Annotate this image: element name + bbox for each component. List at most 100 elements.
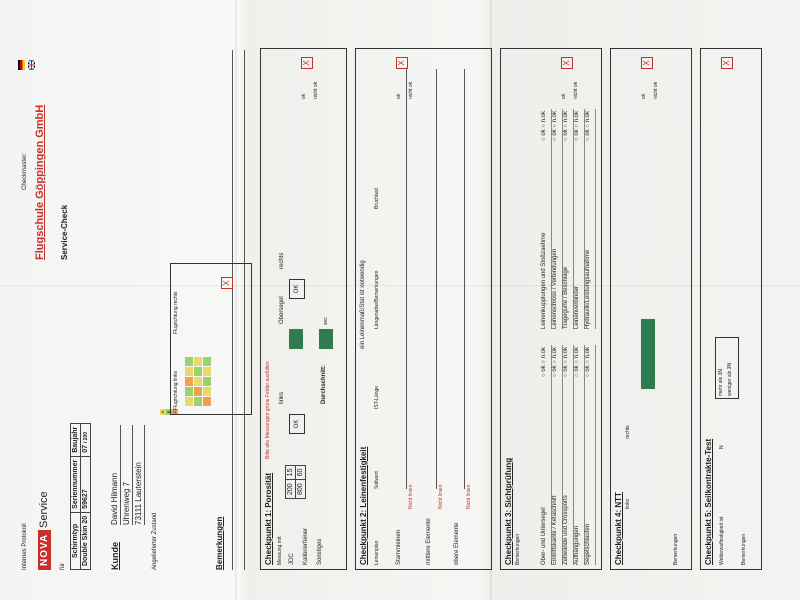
ok-radio-group[interactable]: ○ ok ○ n.ok [585,111,591,141]
list-item: Eintrittskante / Ketaschnitt ○ ok ○ n.ok [552,345,563,565]
c1-sec: sec [323,317,329,325]
ok-radio-group[interactable]: ○ ok ○ n.ok [563,111,569,141]
c1-value: 15 [285,465,296,480]
c1-links: links [279,391,285,404]
list-item-label: Eintrittskante / Ketaschnitt [552,495,558,565]
c1-x-box[interactable]: X [301,57,313,69]
c1-green-field-avg [319,329,333,349]
c1-title: Checkpunkt 1: Porosität [264,472,273,565]
c1-ok-box-right[interactable]: OK [289,279,305,299]
c5-unit: N [719,445,725,449]
porosity-swatch [203,367,211,376]
porosity-swatch [203,397,211,406]
porosity-swatch [185,367,193,376]
porosity-swatch [194,397,202,406]
list-item: Ober- und Untersegel○ ok ○ n.ok [541,345,552,565]
ok-radio-group[interactable]: ○ ok ○ n.ok [574,347,580,377]
remarks-label: Bemerkungen [215,516,224,570]
c3-nicht-ok: nicht ok [573,81,579,99]
porosity-swatch [185,357,193,366]
list-item: Leinenverbinder○ ok ○ n.ok [574,109,585,329]
c2-nicht-linie: Nicht linien [466,484,472,509]
checkpunkt-3-box: Checkpunkt 3: Sichtprüfung Bemerkungen O… [500,48,602,570]
c4-nicht-ok: nicht ok [653,81,659,99]
flugrichtung-x[interactable]: X [221,277,233,289]
c5-hint1: mehr als 3N [718,369,724,396]
c2-x-box[interactable]: X [396,57,408,69]
c3-x-box[interactable]: X [561,57,573,69]
porosity-swatch [194,377,202,386]
glider-table: Schirmtyp Seriennummer Baujahr Double Sk… [70,423,91,570]
fuer-label: für [60,562,66,570]
glider-month: 07 [82,444,89,453]
list-item-label: Leinenkupplungen und Stoßzaehme [541,232,547,329]
ok-radio-group[interactable]: ○ ok ○ n.ok [541,347,547,377]
c1-ok-box[interactable]: OK [289,414,305,434]
porosity-swatch [194,367,202,376]
porosity-swatch [203,357,211,366]
checkpunkt-4-box: Checkpunkt 4: NTT links rechts Bemerkung… [610,48,692,570]
c5-hint-box: mehr als 3N weniger als 3N [715,337,739,399]
c4-green-field [641,319,655,389]
paper-fold [235,0,237,600]
c4-title: Checkpunkt 4: NTT [614,492,623,565]
brand-logo: NOVA [38,529,51,570]
c1-green-field [289,329,303,349]
porosity-swatch [203,377,211,386]
list-item-label: Zellwände und Crossports [563,495,569,565]
c4-links: links [625,498,631,509]
list-item: Leinenkupplungen und Stoßzaehme ○ ok ○ n.… [541,109,552,329]
glider-year: / 200 [83,431,89,444]
col-serial: Seriennummer [70,456,81,513]
paper-fold [490,0,492,600]
c5-hint2: weniger als 3N [727,362,733,396]
c4-x-box[interactable]: X [641,57,653,69]
porosity-swatch [185,377,193,386]
c1-durchschnitt: Durchschnitt: [321,365,327,404]
c1-row-jdc: JDC [289,553,295,565]
flugrichtung-rechts: Flugrichtung rechts [173,291,179,334]
ok-radio-group[interactable]: ○ ok ○ n.ok [552,111,558,141]
c1-row-sonst: Sonstiges [317,538,323,565]
c1-ok-label: ok [301,93,307,99]
c2-nicht-linie: Nicht linien [438,484,444,509]
c2-mittlere: mittlere Elemente [426,518,432,565]
c1-measured: Messung mit: [277,535,283,565]
checkmaster-label: Checkmaster: [22,152,28,190]
c1-value: 60 [295,465,306,480]
glider-serial: 59627 [80,456,91,513]
c2-nicht-linie: Nicht linien [408,484,414,509]
porosity-swatch [185,387,193,396]
list-item-label: Leinenschloss / Verbindungen [552,248,558,329]
c5-sub: Wetterwaffestigkeit ist [719,516,725,565]
state-label: Angelieferter Zustand [152,512,158,570]
c4-ok-label: ok [641,93,647,99]
c4-remarks: Bemerkungen [673,533,679,565]
ok-radio-group[interactable]: ○ ok ○ n.ok [552,347,558,377]
c3-remarks: Bemerkungen [515,533,521,565]
c2-ok-label: ok [396,93,402,99]
list-item-label: Aufhängungen [574,525,580,565]
ok-radio-group[interactable]: ○ ok ○ n.ok [563,347,569,377]
section-title: Service [38,491,50,528]
col-model: Schirmtyp [70,512,81,570]
ok-radio-group[interactable]: ○ ok ○ n.ok [585,347,591,377]
ok-radio-group[interactable]: ○ ok ○ n.ok [574,111,580,141]
c5-x-box[interactable]: X [721,57,733,69]
c2-laengenabw: Längenabw/Bemerkungen [374,270,380,329]
c2-nicht-ok: nicht ok [408,81,414,99]
uk-flag-icon [28,60,35,70]
col-year: Baujahr [70,423,81,457]
ok-radio-group[interactable]: ○ ok ○ n.ok [541,111,547,141]
porosity-swatch [194,357,202,366]
service-protocol-page: Internes Protokoll NOVA Service für Schi… [10,30,770,590]
c3-ok-label: ok [561,93,567,99]
c5-remarks: Bemerkungen [741,533,747,565]
c1-rechts: rechts [279,252,285,269]
c1-obersegel: Obersegel [279,296,285,324]
list-item: Aufhängungen ○ ok ○ n.ok [574,345,585,565]
service-check-label: Service-Check [60,204,69,260]
c3-title: Checkpunkt 3: Sichtprüfung [504,457,513,565]
